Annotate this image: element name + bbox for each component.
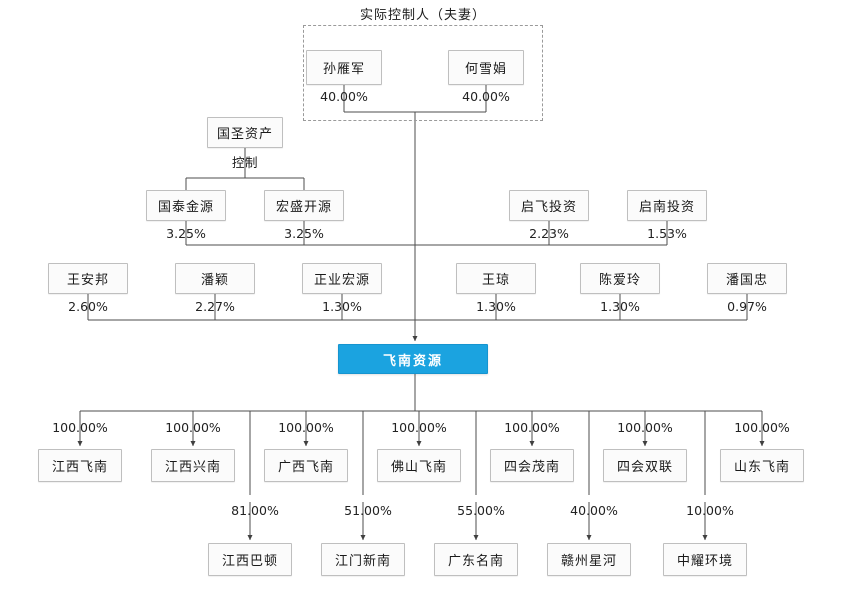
tier3-name-5: 陈爱玲 [598,273,641,288]
sub-subsidiary-name-2: 江门新南 [334,554,391,569]
tier3-name-3: 正业宏源 [313,273,370,288]
tier2-name-3: 启飞投资 [520,200,577,215]
subsidiary-box-3[interactable]: 广西飞南 [264,449,348,482]
tier2-box-4[interactable]: 启南投资 [627,190,707,221]
sub-subsidiary-name-4: 赣州星河 [560,554,617,569]
holding-company-box[interactable]: 国圣资产 [207,117,283,148]
sub-subsidiary-name-1: 江西巴顿 [221,554,278,569]
subsidiary-box-6[interactable]: 四会双联 [603,449,687,482]
subsidiary-name-3: 广西飞南 [277,460,334,475]
controller-pct-2: 40.00% [462,89,510,104]
tier3-name-2: 潘颖 [200,273,229,288]
company-box[interactable]: 飞南资源 [338,344,488,374]
sub-subsidiary-box-3[interactable]: 广东名南 [434,543,518,576]
sub-subsidiary-box-4[interactable]: 赣州星河 [547,543,631,576]
tier3-pct-4: 1.30% [476,299,516,314]
subsidiary-name-4: 佛山飞南 [390,460,447,475]
sub-subsidiary-box-2[interactable]: 江门新南 [321,543,405,576]
tier2-pct-2: 3.25% [284,226,324,241]
subsidiary-name-7: 山东飞南 [733,460,790,475]
tier3-name-6: 潘国忠 [725,273,768,288]
tier2-pct-1: 3.25% [166,226,206,241]
controller-name-1: 孙雁军 [322,62,365,77]
sub-subsidiary-pct-3: 55.00% [457,503,505,518]
actual-controller-group [303,25,543,121]
tier3-pct-1: 2.60% [68,299,108,314]
tier3-box-4[interactable]: 王琼 [456,263,536,294]
tier3-name-4: 王琼 [481,273,510,288]
tier2-name-2: 宏盛开源 [275,200,332,215]
subsidiary-pct-3: 100.00% [278,420,334,435]
sub-subsidiary-pct-5: 10.00% [686,503,734,518]
tier2-pct-4: 1.53% [647,226,687,241]
subsidiary-box-7[interactable]: 山东飞南 [720,449,804,482]
subsidiary-pct-5: 100.00% [504,420,560,435]
subsidiary-pct-7: 100.00% [734,420,790,435]
tier3-pct-6: 0.97% [727,299,767,314]
subsidiary-name-6: 四会双联 [616,460,673,475]
tier2-box-2[interactable]: 宏盛开源 [264,190,344,221]
subsidiary-name-1: 江西飞南 [51,460,108,475]
subsidiary-box-2[interactable]: 江西兴南 [151,449,235,482]
holding-company-name: 国圣资产 [216,127,273,142]
tier3-box-1[interactable]: 王安邦 [48,263,128,294]
tier2-name-1: 国泰金源 [157,200,214,215]
tier3-name-1: 王安邦 [66,273,109,288]
controller-box-1[interactable]: 孙雁军 [306,50,382,85]
sub-subsidiary-pct-2: 51.00% [344,503,392,518]
sub-subsidiary-pct-1: 81.00% [231,503,279,518]
subsidiary-pct-4: 100.00% [391,420,447,435]
tier3-box-3[interactable]: 正业宏源 [302,263,382,294]
tier2-box-1[interactable]: 国泰金源 [146,190,226,221]
sub-subsidiary-box-1[interactable]: 江西巴顿 [208,543,292,576]
sub-subsidiary-pct-4: 40.00% [570,503,618,518]
subsidiary-box-1[interactable]: 江西飞南 [38,449,122,482]
controller-pct-1: 40.00% [320,89,368,104]
tier3-box-2[interactable]: 潘颖 [175,263,255,294]
subsidiary-pct-2: 100.00% [165,420,221,435]
subsidiary-box-4[interactable]: 佛山飞南 [377,449,461,482]
control-relation-label: 控制 [231,155,259,170]
subsidiary-pct-6: 100.00% [617,420,673,435]
sub-subsidiary-box-5[interactable]: 中耀环境 [663,543,747,576]
controller-box-2[interactable]: 何雪娟 [448,50,524,85]
controller-name-2: 何雪娟 [464,62,507,77]
tier3-pct-5: 1.30% [600,299,640,314]
sub-subsidiary-name-5: 中耀环境 [676,554,733,569]
tier3-pct-3: 1.30% [322,299,362,314]
tier2-box-3[interactable]: 启飞投资 [509,190,589,221]
subsidiary-name-5: 四会茂南 [503,460,560,475]
subsidiary-pct-1: 100.00% [52,420,108,435]
tier2-pct-3: 2.23% [529,226,569,241]
tier3-box-5[interactable]: 陈爱玲 [580,263,660,294]
tier3-pct-2: 2.27% [195,299,235,314]
company-name: 飞南资源 [382,353,443,369]
actual-controller-title: 实际控制人（夫妻） [359,8,487,23]
tier2-name-4: 启南投资 [638,200,695,215]
tier3-box-6[interactable]: 潘国忠 [707,263,787,294]
subsidiary-name-2: 江西兴南 [164,460,221,475]
subsidiary-box-5[interactable]: 四会茂南 [490,449,574,482]
sub-subsidiary-name-3: 广东名南 [447,554,504,569]
